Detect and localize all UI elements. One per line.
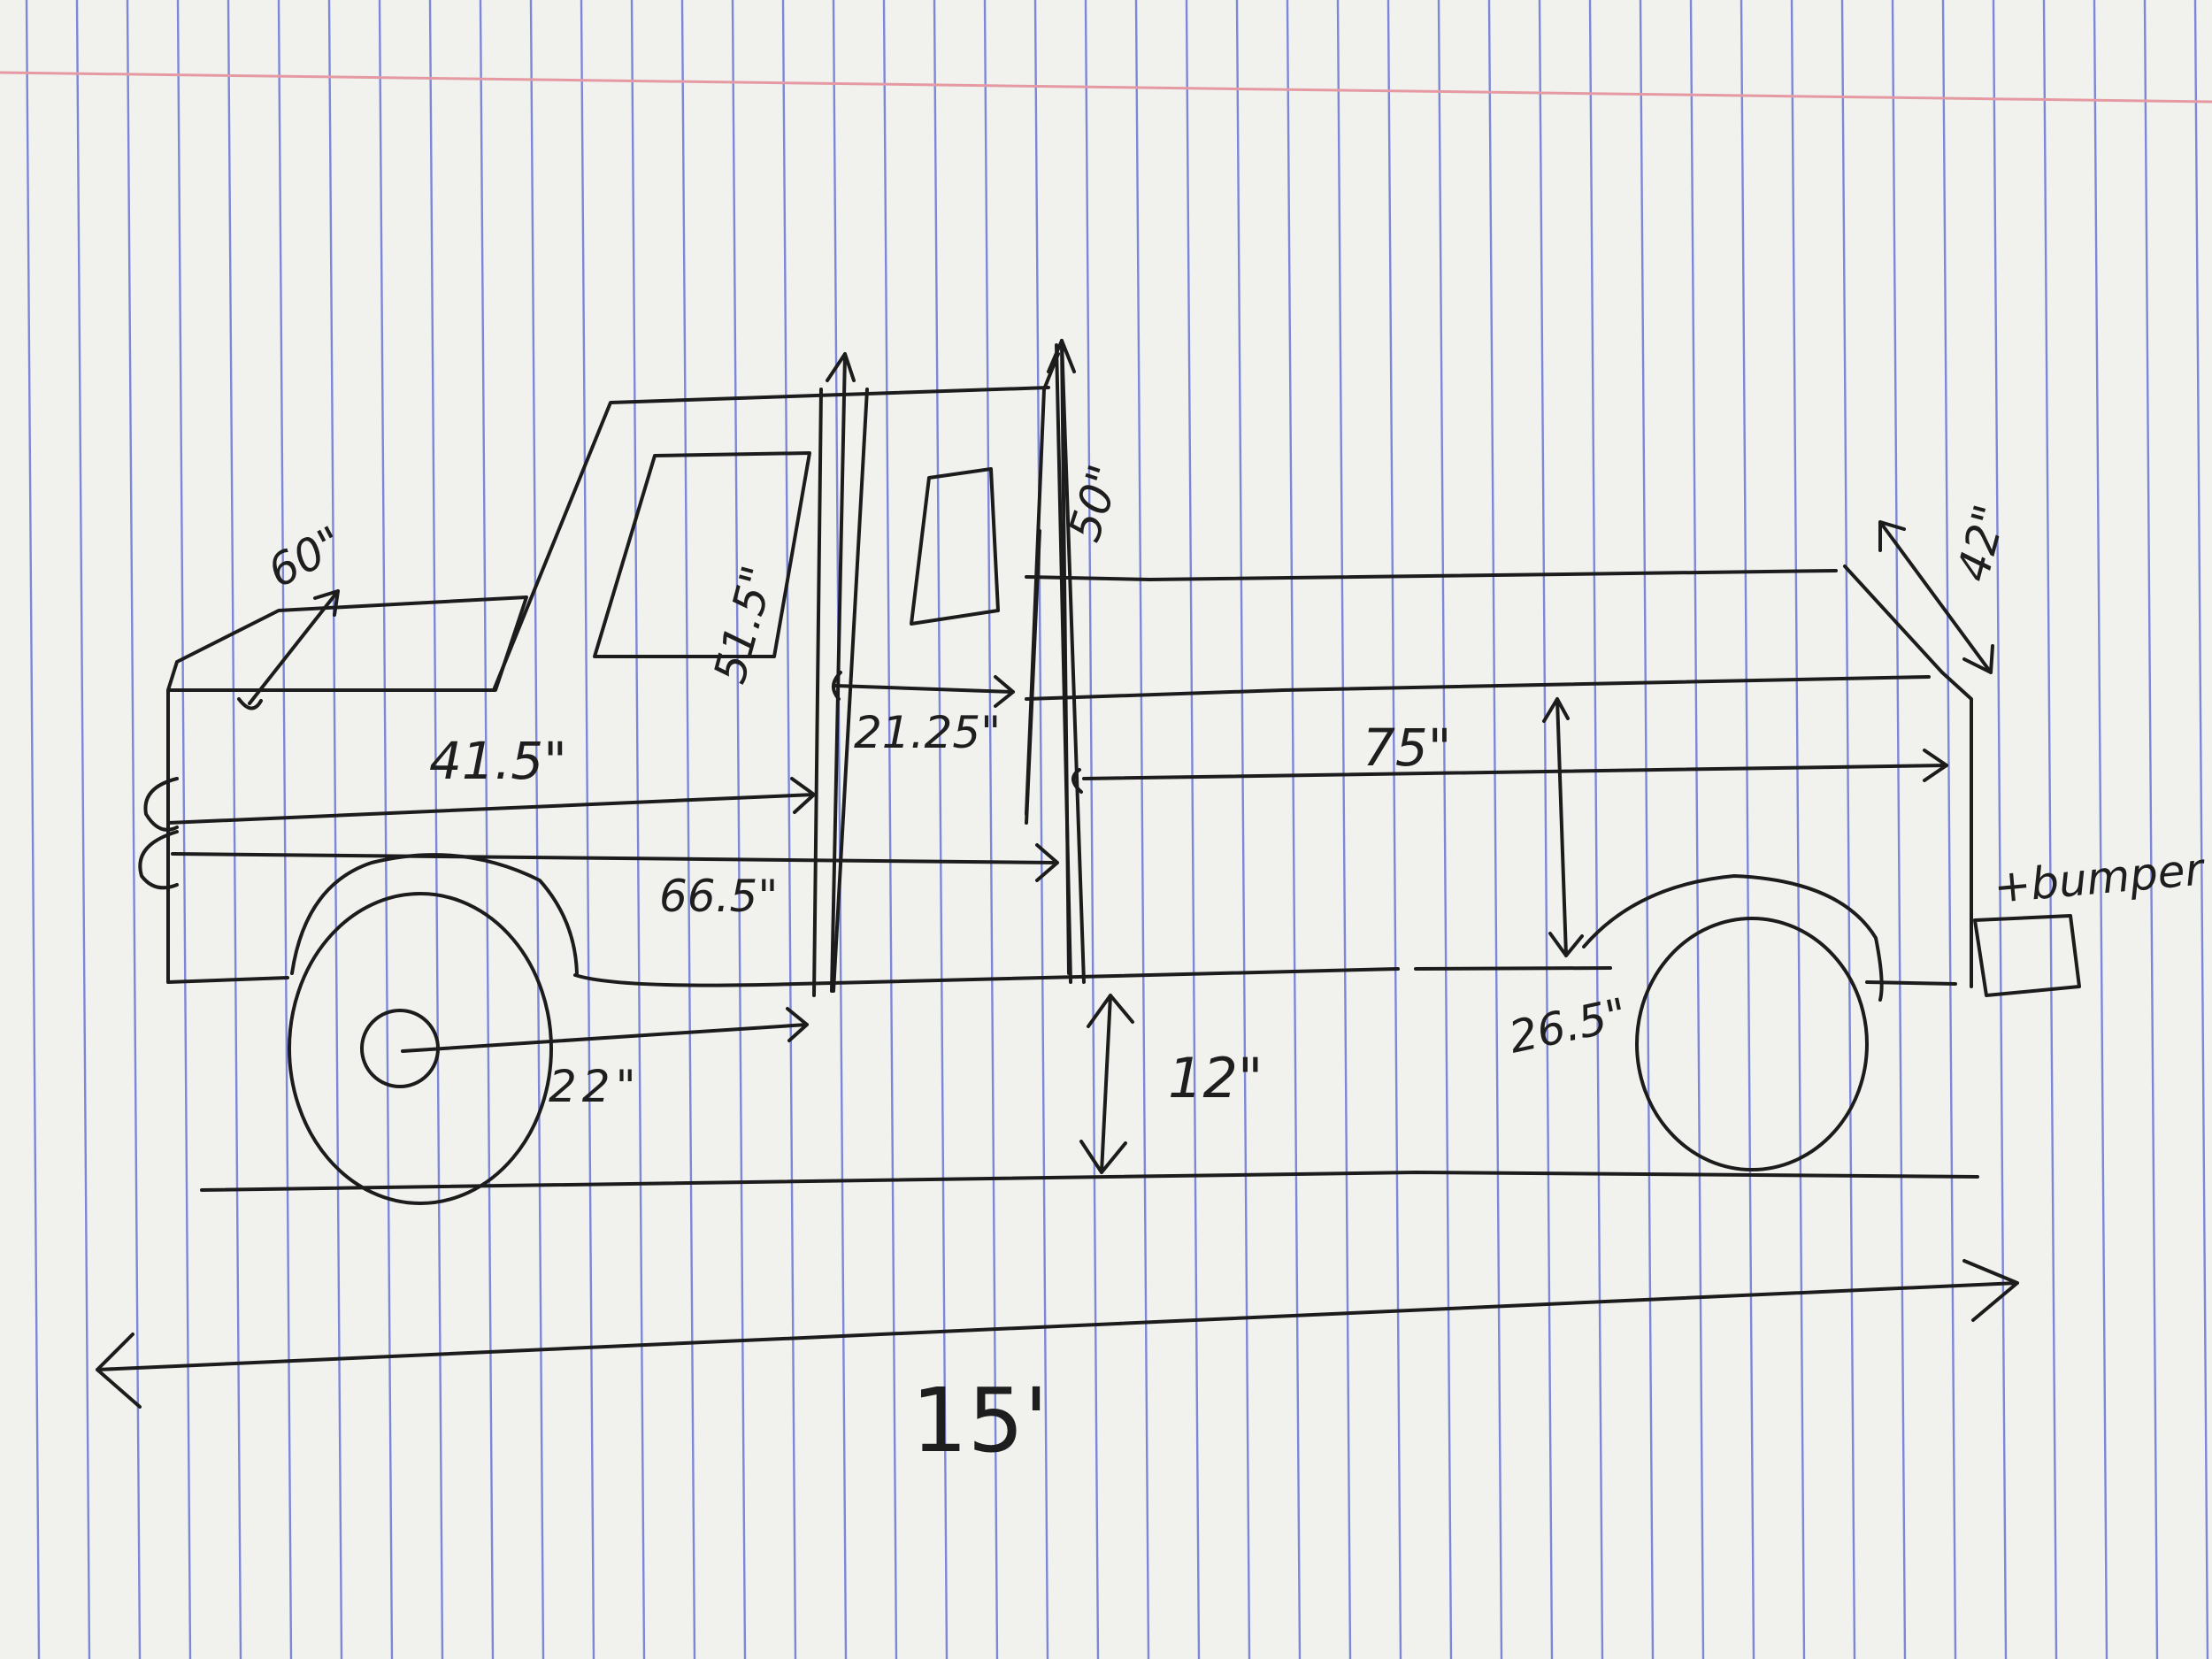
rule-line (1891, 0, 1907, 1659)
rule-line (731, 0, 747, 1659)
door-width-arrow (832, 671, 1015, 708)
cab-front-window (593, 451, 811, 658)
front-curl-marks (138, 777, 179, 890)
front-wheel (288, 892, 553, 1205)
rear-bumper (1973, 914, 2081, 997)
rule-line (75, 0, 91, 1659)
bed-top-rail (1025, 569, 1931, 701)
rule-line (327, 0, 343, 1659)
rule-line (680, 0, 696, 1659)
cab-roof (492, 386, 1050, 692)
rule-line (1286, 0, 1302, 1659)
rule-line (1033, 0, 1049, 1659)
rule-line (2042, 0, 2058, 1659)
dimension-arrows (96, 339, 2019, 1409)
label-overall-length: 15' (911, 1369, 1048, 1472)
rule-line (126, 0, 142, 1659)
rule-line (1134, 0, 1150, 1659)
rule-line (1487, 0, 1503, 1659)
rule-line (1588, 0, 1604, 1659)
ruled-lines (25, 0, 2209, 1659)
rule-line (2193, 0, 2209, 1659)
tailgate-arrow (1878, 520, 1994, 674)
rule-line (1740, 0, 1755, 1659)
label-front-to-door-back: 66.5" (659, 871, 778, 922)
rule-line (580, 0, 595, 1659)
rule-line (1639, 0, 1655, 1659)
ground-clearance-arrow (1079, 994, 1134, 1174)
rule-line (529, 0, 545, 1659)
rule-line (1689, 0, 1705, 1659)
axle-to-cab-arrow (401, 1007, 809, 1053)
rule-line (1084, 0, 1100, 1659)
rule-line (25, 0, 41, 1659)
front-to-cab-arrow (166, 777, 816, 825)
cab-rear-window (910, 467, 1000, 626)
rule-line (1336, 0, 1352, 1659)
rule-line (2143, 0, 2159, 1659)
label-door-width: 21.25" (854, 707, 1001, 758)
rule-line (1790, 0, 1806, 1659)
margin-line (0, 71, 2212, 104)
ground-line (200, 1171, 1979, 1192)
label-bed-length: 75" (1363, 718, 1451, 778)
rule-line (227, 0, 242, 1659)
rule-line (428, 0, 444, 1659)
rule-line (2093, 0, 2108, 1659)
rear-wheel (1635, 917, 1869, 1171)
rule-line (983, 0, 999, 1659)
rule-line (479, 0, 495, 1659)
rear-wheel-arch (1582, 874, 1884, 1002)
front-to-door-arrow (171, 843, 1059, 882)
rule-line (1386, 0, 1402, 1659)
overall-length-arrow (96, 1259, 2019, 1409)
cab-pillar-middle (1025, 388, 1046, 825)
rule-line (781, 0, 797, 1659)
rule-line (1437, 0, 1453, 1659)
rule-line (1538, 0, 1554, 1659)
bed-length-arrow (1071, 749, 1948, 794)
rule-line (832, 0, 848, 1659)
rule-line (630, 0, 646, 1659)
hood-depth-arrow (237, 589, 340, 710)
rule-line (176, 0, 192, 1659)
rule-line (1235, 0, 1251, 1659)
cab-pillar-left (812, 388, 869, 997)
rule-line (882, 0, 898, 1659)
bed-height-arrow (1542, 697, 1584, 957)
label-ground-clearance: 12" (1168, 1046, 1263, 1110)
label-front-to-cab: 41.5" (429, 731, 567, 791)
rule-line (1185, 0, 1201, 1659)
bed-tailgate (1843, 565, 1973, 988)
rule-line (1840, 0, 1856, 1659)
label-axle-to-cab: 22" (549, 1061, 641, 1112)
rule-line (1941, 0, 1957, 1659)
rule-line (1992, 0, 2008, 1659)
bed-front-height-arrow (1047, 339, 1076, 975)
rule-line (277, 0, 293, 1659)
rule-line (933, 0, 949, 1659)
rule-line (378, 0, 394, 1659)
